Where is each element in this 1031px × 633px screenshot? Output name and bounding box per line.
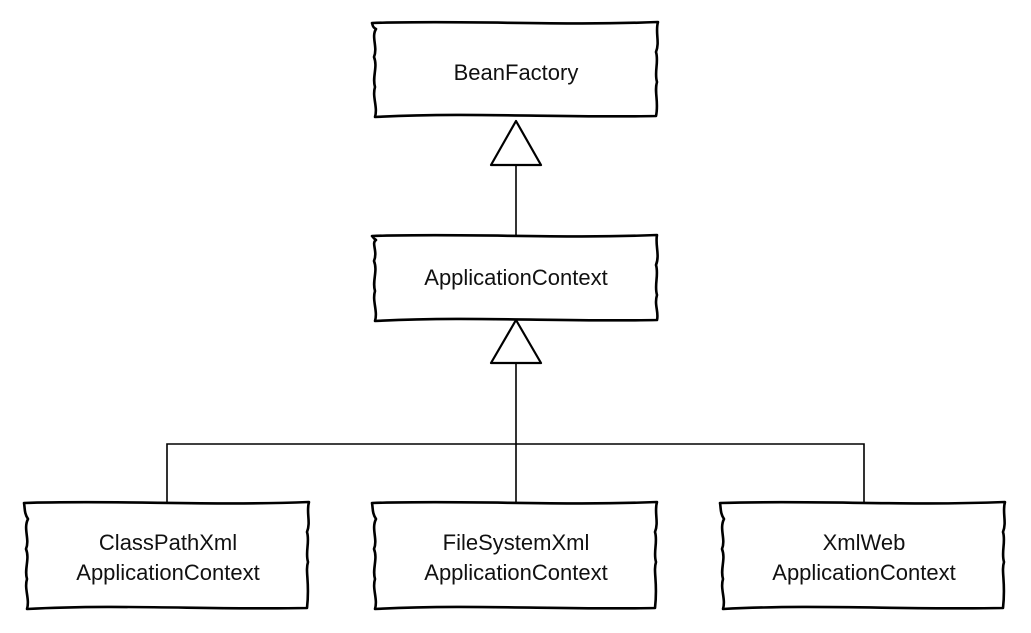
node-classpathxml-label-line-1: ClassPathXml bbox=[99, 530, 237, 555]
node-xmlweb-applicationcontext[interactable]: XmlWeb ApplicationContext bbox=[718, 500, 1007, 611]
inheritance-arrowhead-applicationcontext bbox=[489, 318, 543, 365]
node-applicationcontext-label-line-1: ApplicationContext bbox=[424, 265, 607, 290]
node-filesystemxml-label-line-1: FileSystemXml bbox=[443, 530, 590, 555]
node-beanfactory-outline bbox=[370, 20, 660, 119]
node-xmlweb-label-line-1: XmlWeb bbox=[823, 530, 906, 555]
node-filesystemxml-label-line-2: ApplicationContext bbox=[424, 560, 607, 585]
node-applicationcontext[interactable]: ApplicationContext bbox=[370, 233, 659, 323]
node-filesystemxml-outline bbox=[370, 500, 659, 611]
node-xmlweb-outline bbox=[718, 500, 1007, 611]
node-filesystemxml-applicationcontext[interactable]: FileSystemXml ApplicationContext bbox=[370, 500, 659, 611]
inheritance-arrowhead-beanfactory bbox=[489, 119, 543, 167]
node-beanfactory[interactable]: BeanFactory bbox=[370, 20, 660, 119]
node-applicationcontext-outline bbox=[370, 233, 659, 323]
edge-branch-horizontal bbox=[166, 443, 865, 504]
node-beanfactory-label-line-1: BeanFactory bbox=[454, 60, 579, 85]
node-classpathxml-applicationcontext[interactable]: ClassPathXml ApplicationContext bbox=[22, 500, 311, 611]
connectors bbox=[166, 164, 865, 504]
node-xmlweb-label-line-2: ApplicationContext bbox=[772, 560, 955, 585]
node-classpathxml-outline bbox=[22, 500, 311, 611]
node-classpathxml-label-line-2: ApplicationContext bbox=[76, 560, 259, 585]
